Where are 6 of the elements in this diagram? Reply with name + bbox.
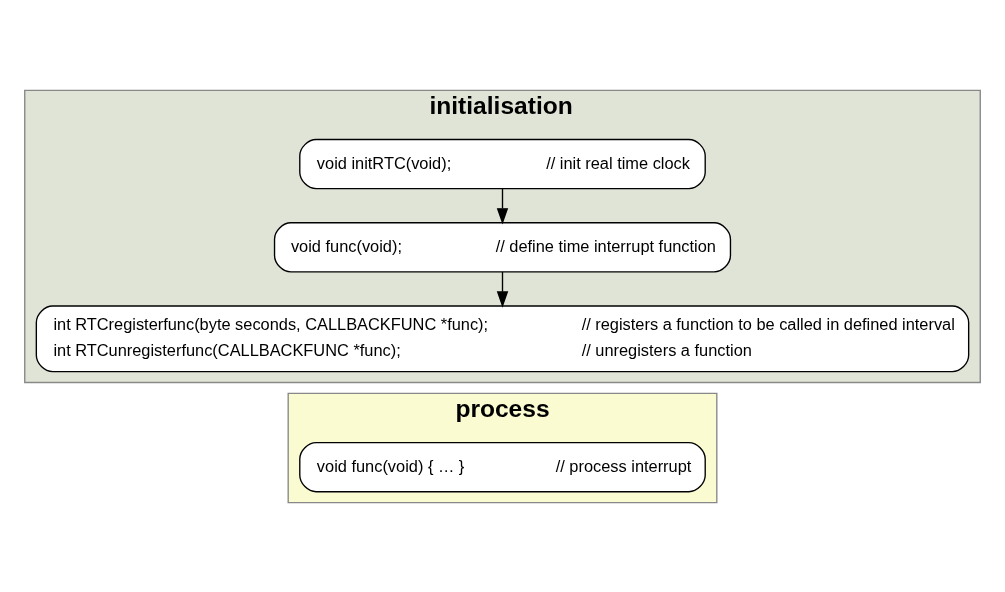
- node-box: int RTCregisterfunc(byte seconds, CALLBACKFUNC *func); // registers a function to be called in defined interval int RTCunregisterfunc(CALLBACKFUNC *func); // unregisters a function: [35, 304, 970, 372]
- node-box: void func(void); // define time interrupt function: [273, 221, 732, 273]
- node-box: void initRTC(void); // init real time clock: [299, 138, 706, 189]
- node-box: void func(void) { … } // process interrupt: [299, 441, 706, 492]
- arrow: [496, 187, 509, 225]
- arrow: [496, 270, 509, 308]
